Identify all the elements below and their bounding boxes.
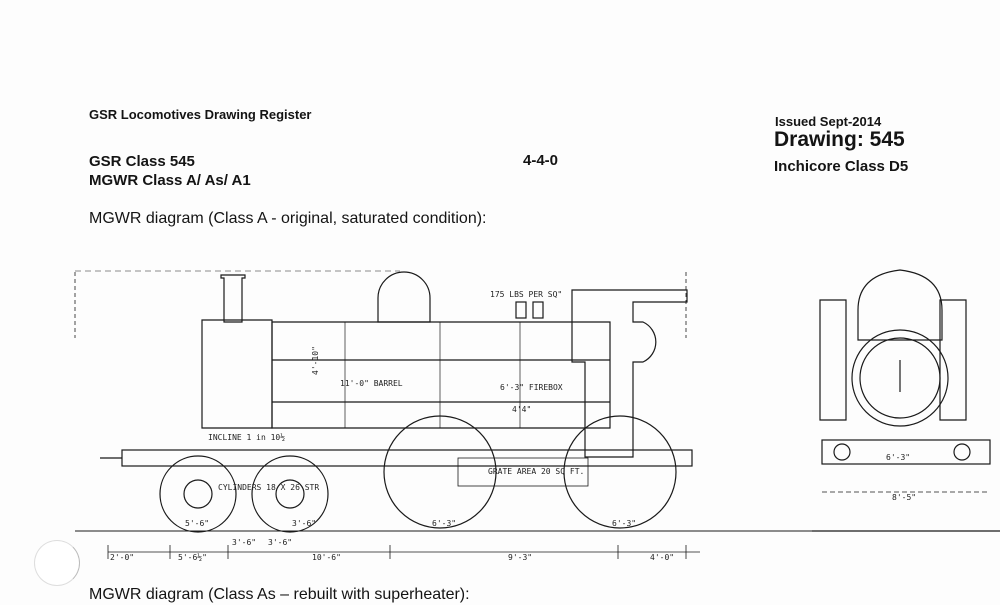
- label-firebox: 6'-3" FIREBOX: [500, 383, 563, 392]
- label-incline: INCLINE 1 in 10½: [208, 432, 285, 442]
- label-end-gauge: 6'-3": [886, 453, 910, 462]
- label-coupled-rear: 6'-3": [612, 519, 636, 528]
- label-cylinders: CYLINDERS 18 X 26 STR: [218, 483, 319, 492]
- label-bogie-wheel: 3'-6": [292, 519, 316, 528]
- locomotive-diagram: 175 LBS PER SQ" 11'-0" BARREL 6'-3" FIRE…: [74, 269, 1000, 562]
- label-coupled-front: 6'-3": [432, 519, 456, 528]
- label-rear-overhang: 4'-0": [650, 553, 674, 562]
- label-bogie-to-driver: 10'-6": [312, 553, 341, 562]
- class-title: GSR Class 545 MGWR Class A/ As/ A1: [89, 152, 251, 190]
- register-title: GSR Locomotives Drawing Register: [89, 107, 312, 122]
- diagram-caption-a: MGWR diagram (Class A - original, satura…: [89, 210, 487, 227]
- label-grate-area: GRATE AREA 20 SQ FT.: [488, 467, 584, 476]
- label-firebox-height: 4'4": [512, 405, 531, 414]
- label-bogie-right: 3'-6": [268, 538, 292, 547]
- label-bogie-left: 5'-6": [185, 519, 209, 528]
- label-end-width: 8'-5": [892, 493, 916, 502]
- label-bogie-mid: 3'-6": [232, 538, 256, 547]
- label-boiler-height: 4'-10": [311, 346, 320, 375]
- label-front-overhang: 2'-0": [110, 553, 134, 562]
- label-safety-valve: 175 LBS PER SQ": [490, 290, 562, 299]
- gsr-class: GSR Class 545: [89, 153, 195, 170]
- diagram-caption-as: MGWR diagram (Class As – rebuilt with su…: [89, 586, 470, 603]
- label-barrel: 11'-0" BARREL: [340, 379, 403, 388]
- label-coupled-wheelbase: 9'-3": [508, 553, 532, 562]
- end-elevation: [812, 269, 1000, 532]
- punch-hole: [34, 540, 80, 586]
- drawing-number: Drawing: 545: [774, 128, 905, 151]
- side-elevation: [74, 270, 1000, 559]
- mgwr-class: MGWR Class A/ As/ A1: [89, 172, 251, 189]
- issued-date: Issued Sept-2014: [775, 114, 882, 129]
- label-bogie-wheelbase: 5'-6½": [178, 552, 207, 562]
- inchicore-class: Inchicore Class D5: [774, 158, 909, 175]
- wheel-arrangement: 4-4-0: [523, 152, 559, 169]
